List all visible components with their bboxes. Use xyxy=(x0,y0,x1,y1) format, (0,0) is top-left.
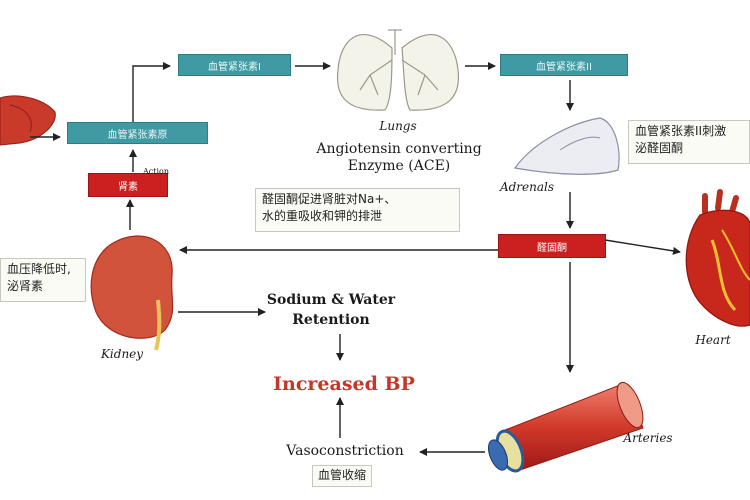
increased-bp-label: Increased BP xyxy=(273,373,415,395)
lungs-illustration xyxy=(336,29,460,111)
renin-box: 肾素 xyxy=(88,173,168,197)
sodium-label-line1: Sodium & Water xyxy=(266,292,396,308)
adrenal-illustration xyxy=(513,117,620,175)
kidney-label: Kidney xyxy=(100,347,144,361)
vasoconstriction-cn-note: 血管收缩 xyxy=(312,465,372,487)
angiotensin-ii-box: 血管紧张素II xyxy=(500,54,628,76)
artery-illustration xyxy=(487,381,644,473)
liver-illustration xyxy=(0,95,56,146)
lungs-label: Lungs xyxy=(379,119,417,133)
angiotensin-i-box: 血管紧张素I xyxy=(178,54,291,76)
ace-label-line1: Angiotensin converting xyxy=(316,141,482,157)
vasoconstriction-label: Vasoconstriction xyxy=(286,443,404,459)
aldosterone-effect-note: 醛固酮促进肾脏对Na+、 水的重吸收和钾的排泄 xyxy=(255,188,460,232)
ace-label-line2: Enzyme (ACE) xyxy=(347,158,451,174)
kidney-illustration xyxy=(90,235,174,351)
arteries-label: Arteries xyxy=(623,431,673,445)
sodium-label-line2: Retention xyxy=(292,312,370,328)
heart-illustration xyxy=(685,189,750,327)
angiotensinogen-box: 血管紧张素原 xyxy=(67,122,208,144)
action-label: Action xyxy=(143,167,169,176)
flow-arrows xyxy=(30,62,681,456)
kidney-response-note: 血压降低时, 泌肾素 xyxy=(0,258,86,302)
heart-label: Heart xyxy=(695,333,731,347)
aldosterone-box: 醛固酮 xyxy=(498,234,606,258)
adrenals-label: Adrenals xyxy=(499,180,555,194)
adrenal-stimulus-note: 血管紧张素II刺激 泌醛固酮 xyxy=(628,120,750,164)
